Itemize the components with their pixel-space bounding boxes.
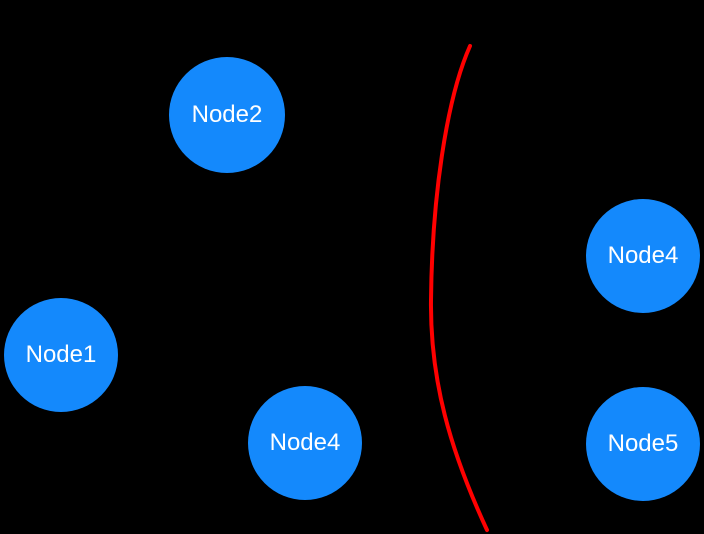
graph-node-node4-center[interactable]: Node4 xyxy=(248,386,362,500)
node-label: Node4 xyxy=(269,429,341,456)
node-label: Node4 xyxy=(607,242,679,269)
graph-node-node2[interactable]: Node2 xyxy=(169,57,285,173)
node-label: Node2 xyxy=(191,101,263,128)
red-boundary-curve xyxy=(428,44,489,532)
node-label: Node5 xyxy=(607,430,679,457)
node-label: Node1 xyxy=(25,341,97,368)
graph-node-node5[interactable]: Node5 xyxy=(586,387,700,501)
graph-node-node1[interactable]: Node1 xyxy=(4,298,118,412)
graph-node-node4-right[interactable]: Node4 xyxy=(586,199,700,313)
